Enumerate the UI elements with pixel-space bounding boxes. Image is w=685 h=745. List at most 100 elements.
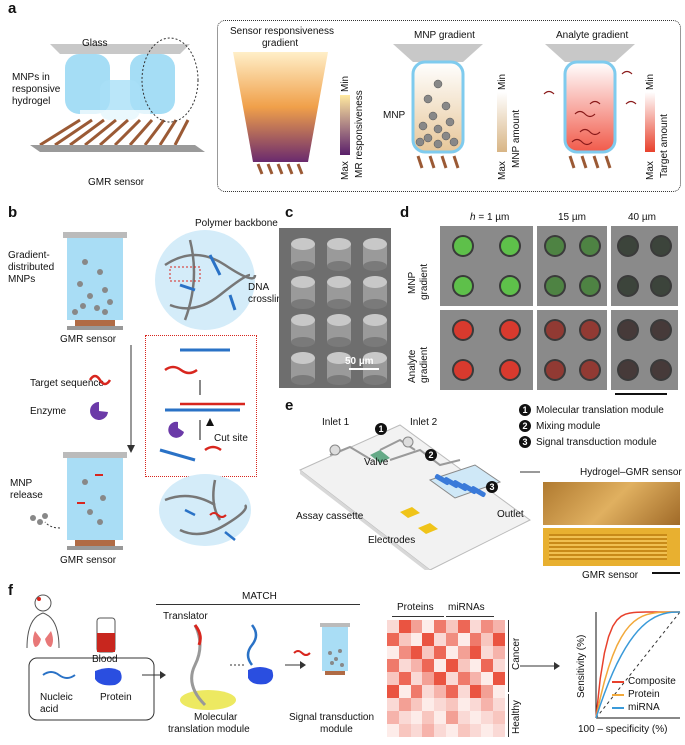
heatmap-cell: [493, 620, 505, 633]
heatmap-cell: [446, 620, 458, 633]
b-mechanism-illustration: [159, 348, 245, 462]
dna-label-1: DNA: [248, 282, 270, 293]
d-dot-fluor: [545, 237, 564, 255]
heatmap-cell: [481, 724, 494, 737]
target-max: Max: [645, 161, 656, 180]
sem-scalebar: [349, 368, 379, 370]
d-image-cell: [611, 310, 678, 390]
heatmap-cell: [446, 724, 458, 737]
d-dot-fluor: [500, 237, 519, 255]
target-min: Min: [645, 73, 656, 90]
gradient-label-3: MNPs: [8, 274, 36, 285]
d-scalebar: [615, 393, 667, 395]
d-dot: [650, 359, 673, 381]
heatmap-cell: [469, 659, 482, 672]
sem-pillar: [363, 238, 387, 271]
sensor-resp-gradient-illustration: [233, 52, 328, 175]
heatmap-cell: [457, 646, 470, 659]
gmr-sensor-b-bottom: GMR sensor: [60, 555, 117, 566]
target-axis: Target amount: [659, 114, 670, 178]
heatmap-cell: [398, 646, 411, 659]
heatmap-cell: [398, 685, 411, 698]
heatmap-cell: [481, 672, 494, 685]
sem-pillar: [363, 314, 387, 347]
heatmap-cell: [493, 659, 505, 672]
d-image-cell: [537, 310, 607, 390]
blood-label: Blood: [92, 654, 118, 665]
heatmap-cell: [422, 659, 435, 672]
sem-pillar: [363, 352, 387, 385]
d-dot-fluor: [454, 237, 473, 255]
roc-legend-label: Protein: [628, 689, 660, 700]
inlet1-label: Inlet 1: [322, 417, 350, 428]
panel-b-label: b: [8, 204, 18, 221]
e-legend-num: 1: [519, 404, 531, 416]
d-image-cell: [537, 226, 607, 306]
heatmap-cell: [387, 711, 399, 724]
d-dot: [616, 359, 639, 381]
d-dot-fluor: [580, 321, 599, 339]
d-dot-fluor: [580, 277, 599, 295]
heatmap-cell: [457, 724, 470, 737]
mnp-label: MNP: [383, 110, 406, 121]
heatmap-cell: [422, 711, 435, 724]
sem-image: 50 µm: [279, 228, 391, 388]
d-dot: [650, 235, 673, 257]
heatmap-cell: [410, 646, 423, 659]
roc-legend-label: Composite: [628, 676, 676, 687]
d-dot: [616, 319, 639, 341]
d-dot: [616, 275, 639, 297]
translator-label: Translator: [163, 611, 208, 622]
sem-pillar: [291, 314, 315, 347]
panel-e-label: e: [285, 397, 294, 414]
e-pill: [470, 486, 486, 498]
d-dot-fluor: [454, 321, 473, 339]
proteins-label: Proteins: [397, 602, 434, 613]
heatmap-cell: [387, 672, 399, 685]
mr-min: Min: [340, 75, 351, 92]
mnp-max: Max: [497, 161, 508, 180]
valve-label: Valve: [364, 457, 389, 468]
sem-scalebar-label: 50 µm: [345, 356, 374, 367]
gradient-label-1: Gradient-: [8, 250, 50, 261]
col2-label: 15 µm: [558, 212, 586, 223]
d-dot-fluor: [545, 321, 564, 339]
roc-legend-label: miRNA: [628, 702, 660, 713]
panel-a-inset-box: [217, 20, 681, 192]
heatmap-cell: [398, 620, 411, 633]
heatmap-cell: [422, 672, 435, 685]
e-scalebar: [652, 572, 680, 574]
d-dot-fluor: [618, 321, 637, 339]
assay-cassette-illustration: [299, 424, 540, 570]
heatmap-cell: [493, 672, 505, 685]
panel-a-label: a: [8, 0, 17, 17]
heatmap-cell: [446, 685, 458, 698]
heatmap-cell: [469, 672, 482, 685]
enzyme-label: Enzyme: [30, 406, 67, 417]
heatmap-cell: [493, 646, 505, 659]
row2-label-2: gradient: [419, 346, 430, 383]
heatmap-cell: [422, 685, 435, 698]
released-mnps: [30, 513, 61, 529]
mnps-label-2: responsive: [12, 84, 61, 95]
roc-chart: [595, 611, 681, 719]
healthy-bracket: [508, 694, 509, 737]
d-dot-fluor: [580, 237, 599, 255]
e-module-marker: 2: [425, 449, 437, 461]
analyte-gradient-illustration: [543, 44, 637, 169]
mr-scale-bar: [340, 95, 350, 155]
b-released-network: [159, 474, 251, 546]
h-variable: h: [470, 212, 476, 223]
heatmap-cell: [398, 698, 411, 711]
heatmap-arrow: [520, 662, 560, 670]
sem-pillar: [327, 314, 351, 347]
b-bottom-device: [63, 452, 127, 550]
heatmap-cell: [493, 633, 505, 646]
heatmap-cell: [434, 659, 446, 672]
d-dot-fluor: [454, 361, 473, 379]
heatmap-cell: [457, 620, 470, 633]
heatmap-cell: [446, 646, 458, 659]
sem-pillar: [291, 352, 315, 385]
e-legend-text: Signal transduction module: [536, 437, 657, 448]
d-dot-fluor: [618, 277, 637, 295]
